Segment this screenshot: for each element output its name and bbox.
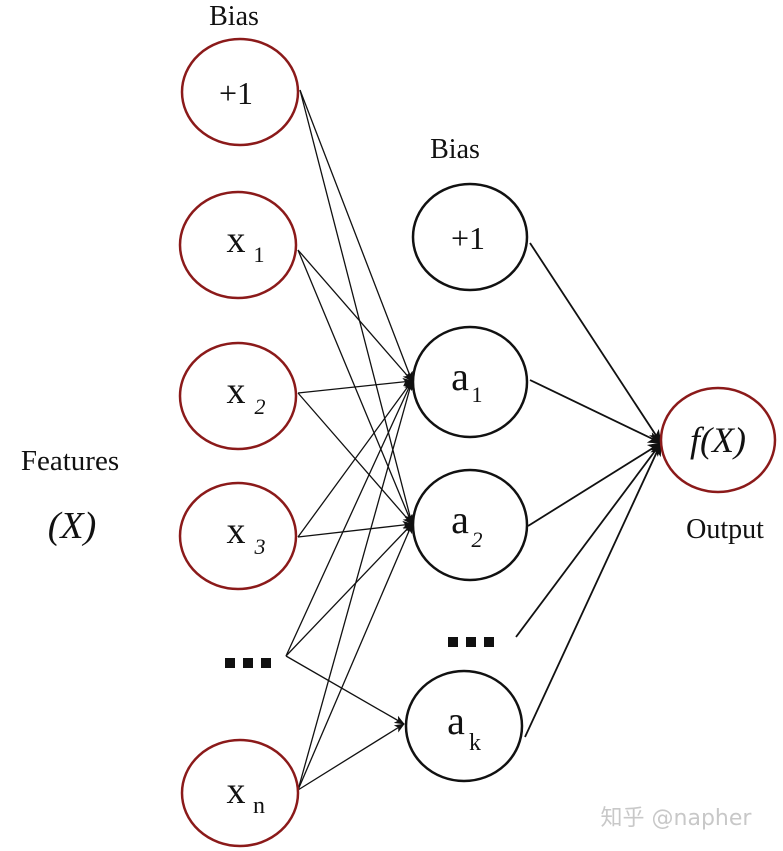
edge-x3-to-a2 (297, 520, 414, 538)
node-label-main: a (451, 354, 469, 399)
input-node-x2: x 2 (178, 341, 298, 451)
features-symbol: (X) (48, 505, 97, 547)
edge-h_bias-to-fx (529, 242, 662, 445)
edge-a1-to-fx (529, 379, 663, 444)
edge-a2-to-fx (527, 442, 663, 527)
node-label: +1 (451, 220, 485, 256)
output-caption: Output (686, 514, 764, 545)
node-circle (180, 738, 300, 848)
edge-xn-to-a1 (297, 379, 414, 791)
node-circle (180, 37, 300, 147)
input-bias-caption: Bias (209, 1, 259, 32)
input-node-bias: +1 (180, 37, 300, 147)
edges-layer (285, 89, 663, 791)
node-label-subscript: 2 (255, 394, 266, 419)
hidden-node-ak: a k (404, 669, 524, 783)
node-label-subscript: 3 (254, 534, 266, 559)
node-circle (659, 386, 777, 494)
ellipsis-dot (466, 637, 476, 647)
node-circle (178, 190, 298, 300)
edge-x3-to-a1 (297, 380, 413, 538)
edge-in_bias-to-a2 (299, 89, 414, 526)
ellipsis-dot (225, 658, 235, 668)
node-circle (411, 325, 529, 439)
input-node-xn: x n (180, 738, 300, 848)
node-label-main: x (227, 219, 246, 261)
features-caption: Features (21, 445, 119, 477)
node-label-subscript: 1 (472, 382, 483, 407)
node-circle (411, 182, 529, 292)
edge-in_dots-to-a1 (285, 380, 413, 657)
input-node-x1: x 1 (178, 190, 298, 300)
edge-h_dots-to-fx (515, 441, 662, 638)
edge-in_bias-to-a1 (299, 89, 413, 382)
node-circle (404, 669, 524, 783)
ellipsis-dot (448, 637, 458, 647)
node-circle (411, 468, 529, 582)
node-circle (178, 481, 298, 591)
node-label: f(X) (690, 420, 746, 460)
node-label-subscript: n (253, 793, 265, 819)
node-circle (178, 341, 298, 451)
ellipsis-dot (243, 658, 253, 668)
node-label-main: a (451, 497, 469, 542)
hidden-ellipsis (448, 637, 494, 647)
edge-x2-to-a1 (297, 377, 414, 394)
edge-xn-to-a2 (297, 523, 413, 791)
hidden-bias-caption: Bias (430, 134, 480, 165)
hidden-node-a2: a 2 (411, 468, 529, 582)
edge-in_dots-to-a2 (285, 523, 413, 657)
node-label-main: x (227, 370, 246, 412)
ellipsis-dot (261, 658, 271, 668)
node-label-main: a (447, 698, 465, 743)
edge-in_dots-to-ak (285, 655, 405, 725)
node-label: +1 (219, 75, 253, 111)
input-node-x3: x 3 (178, 481, 298, 591)
node-label-subscript: 2 (472, 527, 483, 552)
edge-ak-to-fx (524, 441, 662, 738)
edge-xn-to-ak (297, 723, 405, 791)
hidden-node-bias: +1 (411, 182, 529, 292)
ellipsis-dot (484, 637, 494, 647)
node-label-subscript: 1 (254, 242, 265, 267)
edge-x1-to-a1 (297, 249, 413, 382)
node-label-main: x (227, 770, 246, 812)
node-label-subscript: k (469, 730, 481, 756)
node-label-main: x (227, 510, 246, 552)
watermark: 知乎 @napher (601, 806, 753, 831)
input-ellipsis (225, 658, 271, 668)
output-node: f(X) (659, 386, 777, 494)
hidden-node-a1: a 1 (411, 325, 529, 439)
